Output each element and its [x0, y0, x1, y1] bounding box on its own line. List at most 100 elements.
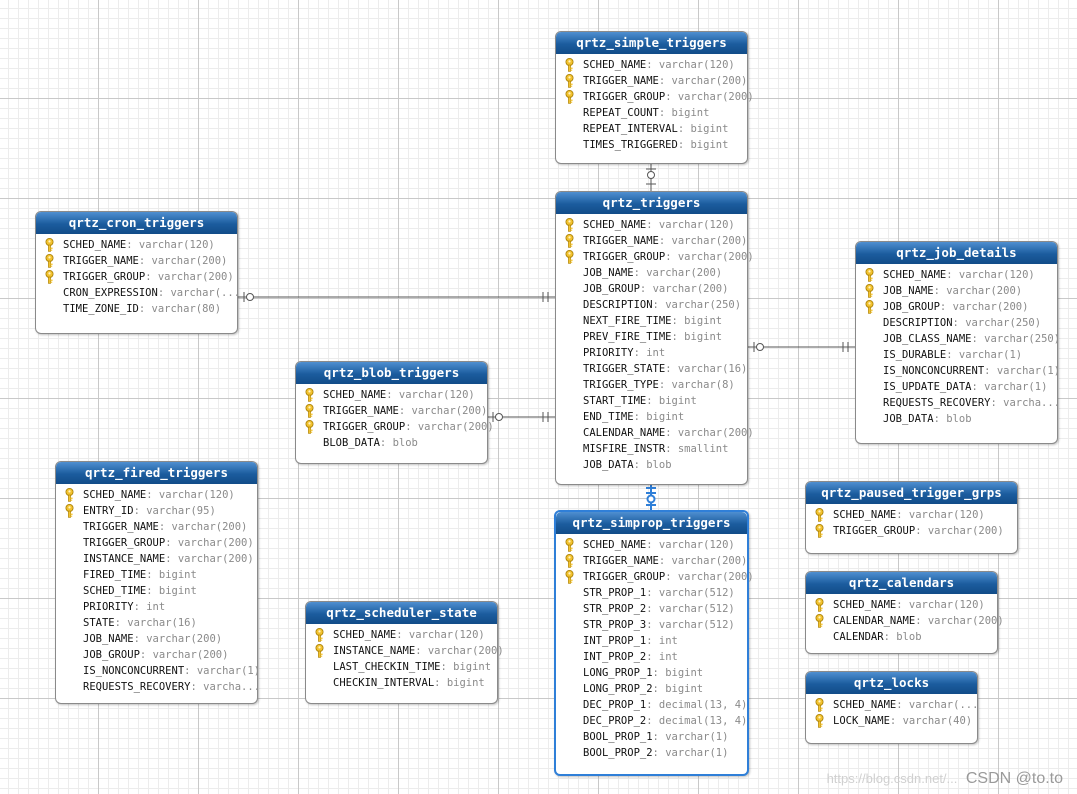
column-row[interactable]: TRIGGER_NAME: varchar(200): [556, 73, 747, 89]
column-row[interactable]: SCHED_NAME: varchar(120): [806, 597, 997, 613]
column-row[interactable]: LONG_PROP_1: bigint: [556, 665, 747, 681]
table-title[interactable]: qrtz_cron_triggers: [36, 212, 237, 234]
column-row[interactable]: LONG_PROP_2: bigint: [556, 681, 747, 697]
column-row[interactable]: SCHED_NAME: varchar(120): [56, 487, 257, 503]
column-row[interactable]: TRIGGER_NAME: varchar(200): [556, 553, 747, 569]
column-row[interactable]: BOOL_PROP_1: varchar(1): [556, 729, 747, 745]
column-row[interactable]: TRIGGER_GROUP: varchar(200): [56, 535, 257, 551]
column-row[interactable]: REPEAT_COUNT: bigint: [556, 105, 747, 121]
column-row[interactable]: CALENDAR_NAME: varchar(200): [806, 613, 1004, 629]
column-row[interactable]: PREV_FIRE_TIME: bigint: [556, 329, 747, 345]
column-row[interactable]: SCHED_NAME: varchar(120): [556, 537, 747, 553]
column-row[interactable]: TRIGGER_GROUP: varchar(200): [556, 569, 754, 585]
column-row[interactable]: BOOL_PROP_2: varchar(1): [556, 745, 747, 761]
column-row[interactable]: JOB_DATA: blob: [856, 411, 1057, 427]
column-row[interactable]: INSTANCE_NAME: varchar(200): [56, 551, 257, 567]
column-row[interactable]: LOCK_NAME: varchar(40): [806, 713, 977, 729]
column-row[interactable]: TRIGGER_STATE: varchar(16): [556, 361, 747, 377]
column-row[interactable]: REQUESTS_RECOVERY: varcha...: [56, 679, 260, 695]
column-row[interactable]: SCHED_NAME: varchar(120): [556, 57, 747, 73]
column-row[interactable]: TRIGGER_TYPE: varchar(8): [556, 377, 747, 393]
column-row[interactable]: JOB_CLASS_NAME: varchar(250): [856, 331, 1060, 347]
column-row[interactable]: TRIGGER_GROUP: varchar(200): [296, 419, 494, 435]
column-row[interactable]: DESCRIPTION: varchar(250): [556, 297, 747, 313]
column-row[interactable]: FIRED_TIME: bigint: [56, 567, 257, 583]
table-title[interactable]: qrtz_scheduler_state: [306, 602, 497, 624]
column-row[interactable]: JOB_DATA: blob: [556, 457, 747, 473]
column-row[interactable]: CHECKIN_INTERVAL: bigint: [306, 675, 497, 691]
column-row[interactable]: DEC_PROP_1: decimal(13, 4): [556, 697, 747, 713]
column-row[interactable]: REPEAT_INTERVAL: bigint: [556, 121, 747, 137]
column-row[interactable]: TRIGGER_NAME: varchar(200): [556, 233, 747, 249]
column-row[interactable]: JOB_GROUP: varchar(200): [56, 647, 257, 663]
column-row[interactable]: STATE: varchar(16): [56, 615, 257, 631]
column-row[interactable]: SCHED_NAME: varchar(120): [296, 387, 487, 403]
column-row[interactable]: IS_UPDATE_DATA: varchar(1): [856, 379, 1057, 395]
column-row[interactable]: TRIGGER_GROUP: varchar(200): [36, 269, 237, 285]
column-row[interactable]: STR_PROP_2: varchar(512): [556, 601, 747, 617]
column-row[interactable]: JOB_NAME: varchar(200): [556, 265, 747, 281]
column-row[interactable]: TIME_ZONE_ID: varchar(80): [36, 301, 237, 317]
table-title[interactable]: qrtz_job_details: [856, 242, 1057, 264]
column-row[interactable]: SCHED_NAME: varchar(120): [306, 627, 497, 643]
table-title[interactable]: qrtz_blob_triggers: [296, 362, 487, 384]
column-row[interactable]: INSTANCE_NAME: varchar(200): [306, 643, 504, 659]
column-row[interactable]: JOB_NAME: varchar(200): [856, 283, 1057, 299]
column-row[interactable]: TRIGGER_GROUP: varchar(200): [806, 523, 1017, 539]
column-row[interactable]: INT_PROP_1: int: [556, 633, 747, 649]
column-row[interactable]: SCHED_NAME: varchar(...: [806, 697, 978, 713]
column-row[interactable]: STR_PROP_1: varchar(512): [556, 585, 747, 601]
column-row[interactable]: STR_PROP_3: varchar(512): [556, 617, 747, 633]
column-row[interactable]: TIMES_TRIGGERED: bigint: [556, 137, 747, 153]
column-row[interactable]: START_TIME: bigint: [556, 393, 747, 409]
column-row[interactable]: TRIGGER_NAME: varchar(200): [56, 519, 257, 535]
column-row[interactable]: NEXT_FIRE_TIME: bigint: [556, 313, 747, 329]
table-title[interactable]: qrtz_triggers: [556, 192, 747, 214]
column-row[interactable]: JOB_NAME: varchar(200): [56, 631, 257, 647]
column-row[interactable]: IS_NONCONCURRENT: varchar(1): [856, 363, 1060, 379]
column-row[interactable]: SCHED_NAME: varchar(120): [556, 217, 747, 233]
table-title[interactable]: qrtz_locks: [806, 672, 977, 694]
column-row[interactable]: IS_NONCONCURRENT: varchar(1): [56, 663, 260, 679]
column-row[interactable]: TRIGGER_NAME: varchar(200): [296, 403, 487, 419]
column-row[interactable]: JOB_GROUP: varchar(200): [556, 281, 747, 297]
table-title[interactable]: qrtz_fired_triggers: [56, 462, 257, 484]
column-row[interactable]: SCHED_NAME: varchar(120): [856, 267, 1057, 283]
column-row[interactable]: PRIORITY: int: [56, 599, 257, 615]
column-row[interactable]: TRIGGER_GROUP: varchar(200): [556, 89, 754, 105]
column-row[interactable]: JOB_GROUP: varchar(200): [856, 299, 1057, 315]
column-row[interactable]: IS_DURABLE: varchar(1): [856, 347, 1057, 363]
column-row[interactable]: CALENDAR_NAME: varchar(200): [556, 425, 754, 441]
column-row[interactable]: TRIGGER_NAME: varchar(200): [36, 253, 237, 269]
table-title[interactable]: qrtz_calendars: [806, 572, 997, 594]
column-row[interactable]: SCHED_TIME: bigint: [56, 583, 257, 599]
column-row[interactable]: DEC_PROP_2: decimal(13, 4): [556, 713, 747, 729]
column-row[interactable]: REQUESTS_RECOVERY: varcha...: [856, 395, 1060, 411]
column-row[interactable]: CALENDAR: blob: [806, 629, 997, 645]
column-row[interactable]: LAST_CHECKIN_TIME: bigint: [306, 659, 497, 675]
table-title[interactable]: qrtz_simple_triggers: [556, 32, 747, 54]
column-row[interactable]: INT_PROP_2: int: [556, 649, 747, 665]
table-title[interactable]: qrtz_paused_trigger_grps: [806, 482, 1017, 504]
column-row[interactable]: TRIGGER_GROUP: varchar(200): [556, 249, 754, 265]
column-row[interactable]: BLOB_DATA: blob: [296, 435, 487, 451]
column-row[interactable]: MISFIRE_INSTR: smallint: [556, 441, 747, 457]
column-row[interactable]: SCHED_NAME: varchar(120): [36, 237, 237, 253]
column-row[interactable]: DESCRIPTION: varchar(250): [856, 315, 1057, 331]
table-title[interactable]: qrtz_simprop_triggers: [556, 512, 747, 534]
column-row[interactable]: ENTRY_ID: varchar(95): [56, 503, 257, 519]
column-row[interactable]: SCHED_NAME: varchar(120): [806, 507, 1017, 523]
column-row[interactable]: CRON_EXPRESSION: varchar(...: [36, 285, 240, 301]
column-row[interactable]: END_TIME: bigint: [556, 409, 747, 425]
